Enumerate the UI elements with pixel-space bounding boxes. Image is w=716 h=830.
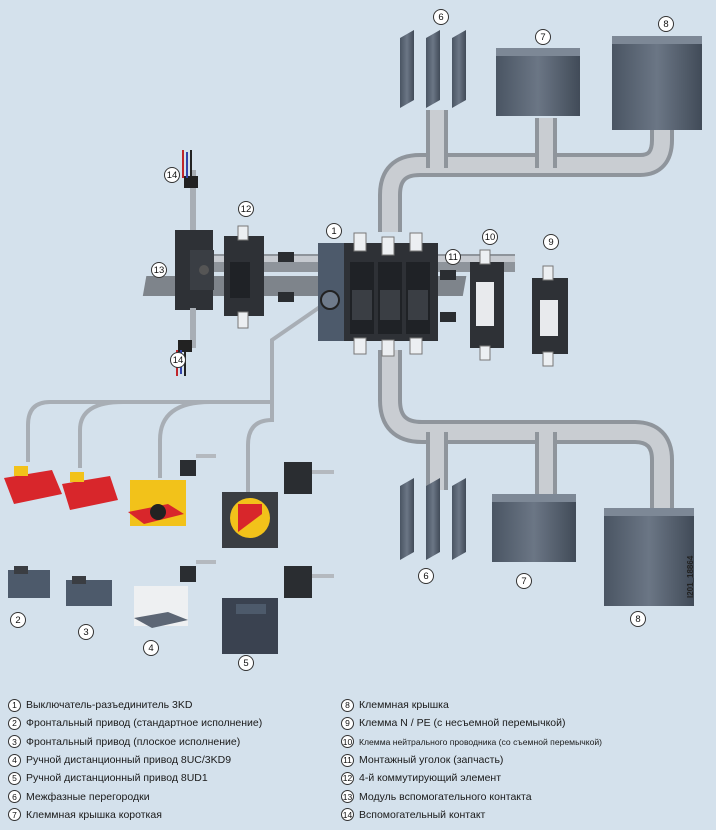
- remote-operator-8ud1: [222, 462, 334, 654]
- aux-contact-module: [175, 170, 214, 348]
- short-terminal-cover-top: [496, 48, 580, 116]
- front-operator-standard: [4, 466, 62, 598]
- short-terminal-cover-bottom: [492, 494, 576, 562]
- callout-2: 2: [10, 612, 26, 628]
- callout-3: 3: [78, 624, 94, 640]
- n-pe-terminal: [532, 265, 568, 367]
- remote-operator-8uc: [128, 454, 216, 628]
- callout-12: 12: [238, 201, 254, 217]
- switch-disconnector-3kd: [318, 232, 438, 357]
- callout-11: 11: [445, 249, 461, 265]
- callout-5: 5: [238, 655, 254, 671]
- callout-6-bottom: 6: [418, 568, 434, 584]
- callout-8-bottom: 8: [630, 611, 646, 627]
- callout-14-top: 14: [164, 167, 180, 183]
- front-operator-flat: [62, 472, 118, 606]
- terminal-cover-bottom: [604, 508, 694, 606]
- callout-4: 4: [143, 640, 159, 656]
- callout-7-bottom: 7: [516, 573, 532, 589]
- phase-barriers-bottom: [400, 478, 466, 560]
- callout-6-top: 6: [433, 9, 449, 25]
- upper-connector-tube: [378, 110, 674, 232]
- aux-contact-top: [182, 150, 198, 188]
- diagram-graphics: [4, 30, 702, 654]
- callout-7-top: 7: [535, 29, 551, 45]
- fourth-switching-element: [224, 225, 264, 329]
- phase-barriers-top: [400, 30, 466, 108]
- callout-8-top: 8: [658, 16, 674, 32]
- handle-shafts: [26, 298, 332, 492]
- callout-13: 13: [151, 262, 167, 278]
- terminal-cover-top: [612, 36, 702, 130]
- callout-1: 1: [326, 223, 342, 239]
- callout-14-bottom: 14: [170, 352, 186, 368]
- mounting-brackets: [278, 252, 456, 322]
- neutral-terminal: [470, 249, 504, 361]
- callout-9: 9: [543, 234, 559, 250]
- exploded-diagram: 1 2 3 4 5 6 6 7 7 8 8 9 10 11 12 13 14 1…: [4, 9, 702, 671]
- callout-10: 10: [482, 229, 498, 245]
- figure-code: I201_18864: [686, 555, 695, 598]
